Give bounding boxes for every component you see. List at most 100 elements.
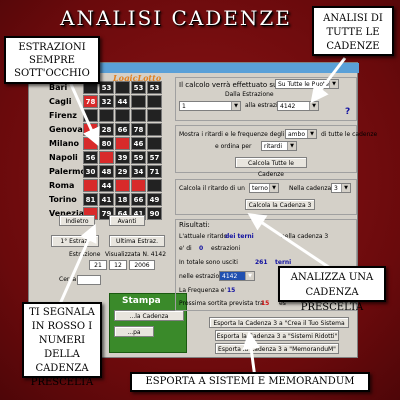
number-cell: 66	[115, 123, 130, 136]
visualizzata-label: Visualizzata N. 4142	[105, 251, 167, 258]
city-name: Venezia	[49, 209, 85, 218]
help-icon[interactable]: ?	[345, 107, 351, 117]
date-month: 12	[109, 260, 127, 270]
ordina-select[interactable]: ritardi	[261, 141, 297, 151]
stampa-panel: Stampa ...la Cadenza ...pa	[109, 293, 187, 353]
number-cell: 78	[83, 95, 98, 108]
esporta-crea-sistema-button[interactable]: Esporta la Cadenza 3 a "Crea il Tuo Sist…	[209, 317, 349, 338]
prossima-value: 15	[261, 300, 270, 307]
number-cell: 48	[99, 165, 114, 178]
right-panel: Il calcolo verrà effettuato su Su Tutte …	[169, 73, 377, 359]
number-cell	[115, 179, 130, 192]
date-day: 21	[89, 260, 107, 270]
number-cell	[147, 179, 162, 192]
ambo-select[interactable]: ambo	[285, 129, 317, 139]
number-cell: 41	[99, 193, 114, 206]
number-cell: 53	[99, 81, 114, 94]
ultima-estrazione-button[interactable]: Ultima Estraz.	[109, 235, 165, 247]
frequenza-value: 15	[227, 287, 236, 294]
estrazione-label: Estrazione	[69, 251, 101, 258]
indietro-button[interactable]: Indietro	[59, 215, 95, 226]
esporta-sistemi-ridotti-button[interactable]: Esporta la Cadenza 3 a "Sistemi Ridotti"	[215, 330, 339, 341]
terni-label: terni	[275, 259, 292, 266]
number-cell	[115, 81, 130, 94]
number-cell: 90	[147, 207, 162, 220]
number-cell	[83, 123, 98, 136]
callout-tutte-cadenze: ANALISI DI TUTTE LE CADENZE	[312, 6, 394, 56]
number-cell: 29	[115, 165, 130, 178]
number-cell	[83, 109, 98, 122]
number-cell: 44	[99, 179, 114, 192]
number-cell	[147, 137, 162, 150]
number-cell: 49	[147, 193, 162, 206]
number-cell	[131, 179, 146, 192]
grid-row: Firenz	[29, 109, 169, 123]
attuale-label: L'attuale ritardo	[179, 233, 228, 240]
cerca-label: Cerca	[59, 276, 77, 283]
number-cell: 39	[115, 151, 130, 164]
frequenza-label: La Frequenza e'	[179, 287, 227, 294]
ruote-select[interactable]: Su Tutte le Ruote	[275, 79, 339, 89]
city-name: Palermo	[49, 167, 86, 176]
number-cell: 53	[147, 81, 162, 94]
number-cell: 66	[131, 193, 146, 206]
number-cell: 34	[131, 165, 146, 178]
callout-esporta: ESPORTA A SISTEMI E MEMORANDUM	[130, 372, 370, 392]
estrazioni-label: estrazioni	[211, 245, 241, 252]
city-name: Bari	[49, 83, 68, 92]
city-name: Torino	[49, 195, 77, 204]
number-cell	[115, 109, 130, 122]
prossima-label: Prossima sortita prevista tra	[179, 300, 264, 307]
city-name: Genova	[49, 125, 83, 134]
esporta-memorandum-button[interactable]: Esporta la Cadenza 3 a "MemoranduM"	[215, 343, 339, 354]
number-cell: 71	[147, 165, 162, 178]
prossima-unit: es	[279, 300, 286, 307]
number-cell	[147, 95, 162, 108]
app-logo: LogicLotto	[113, 73, 162, 83]
calcolo-group	[175, 77, 357, 121]
alla-estrazione-label: alla estrazione	[245, 102, 289, 109]
terno-select[interactable]: terno	[249, 183, 279, 193]
prima-estrazione-button[interactable]: 1° Estraz.	[51, 235, 99, 247]
number-cell	[131, 109, 146, 122]
cadenza-select[interactable]: 3	[331, 183, 351, 193]
stampa-label: Stampa	[122, 296, 161, 306]
number-cell	[83, 137, 98, 150]
callout-analizza-cadenza: ANALIZZA UNA CADENZA PRESCELTA	[278, 266, 386, 313]
dalla-estrazione-label: Dalla Estrazione	[225, 91, 274, 98]
e-di-label: e' di	[179, 245, 192, 252]
ritardo-value: 0	[199, 245, 204, 252]
number-cell: 53	[131, 81, 146, 94]
di-tutte-label: di tutte le cadenze	[321, 131, 378, 138]
dei-terni-label: dei terni	[225, 233, 254, 240]
page-title: ANALISI CADENZE	[60, 6, 292, 30]
number-cell: 59	[131, 151, 146, 164]
from-select[interactable]: 1	[179, 101, 241, 111]
number-cell: 44	[115, 95, 130, 108]
cerca-input[interactable]	[77, 275, 101, 285]
stampa-button[interactable]: ...pa	[114, 326, 154, 337]
calcola-tutte-button[interactable]: Calcola Tutte le Cadenze	[235, 157, 307, 178]
number-cell	[147, 109, 162, 122]
number-cell	[115, 137, 130, 150]
date-year: 2006	[129, 260, 155, 270]
stampa-cadenza-button[interactable]: ...la Cadenza	[114, 310, 184, 321]
avanti-button[interactable]: Avanti	[109, 215, 145, 226]
number-cell: 56	[83, 151, 98, 164]
city-name: Cagli	[49, 97, 72, 106]
estrazioni-select[interactable]: 4142	[219, 271, 255, 281]
city-name: Napoli	[49, 153, 78, 162]
to-select[interactable]: 4142	[277, 101, 319, 111]
city-name: Milano	[49, 139, 80, 148]
number-cell: 46	[131, 137, 146, 150]
callout-segnala-rosso: TI SEGNALA IN ROSSO I NUMERI DELLA CADEN…	[22, 302, 102, 388]
calcola-cadenza-button[interactable]: Calcola la Cadenza 3	[245, 199, 315, 210]
app-header	[29, 63, 359, 73]
nelle-estrazioni-label: nelle estrazioni	[179, 273, 225, 280]
